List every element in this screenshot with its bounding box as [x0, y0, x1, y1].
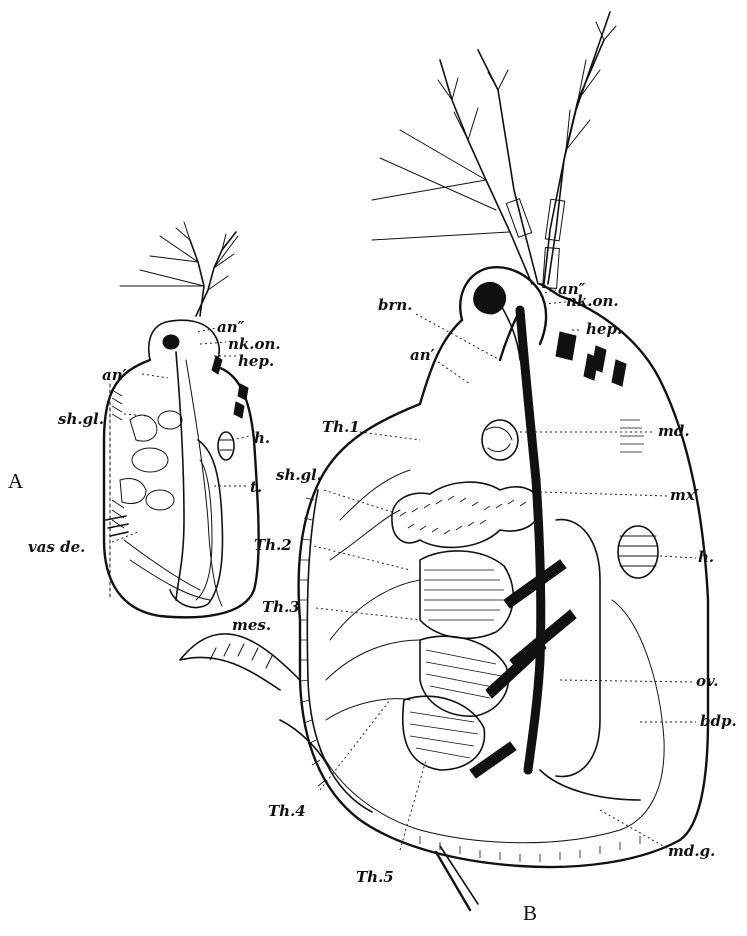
label-b-nk-on: nk.on. — [566, 292, 619, 310]
panel-b-antennae — [372, 12, 616, 288]
label-b-hep: hep. — [586, 320, 622, 338]
label-b-th1: Th.1 — [322, 418, 360, 436]
label-b-brn: brn. — [378, 296, 413, 314]
panel-b-heart — [618, 526, 658, 578]
panel-b-leaders — [314, 290, 696, 850]
label-a-hep: hep. — [238, 352, 274, 370]
label-b-th4: Th.4 — [268, 802, 306, 820]
label-a-an1: an′ — [102, 366, 127, 384]
label-a-nk-on: nk.on. — [228, 335, 281, 353]
panel-a-eye — [163, 335, 179, 349]
label-b-an1: an′ — [410, 346, 435, 364]
panel-a-heart — [218, 432, 234, 460]
label-b-h: h. — [698, 548, 714, 566]
panel-b-eye — [474, 282, 506, 314]
label-b-ov: ov. — [696, 672, 718, 690]
panel-b-drawing — [180, 12, 708, 910]
panel-b-mandible — [482, 420, 518, 460]
panel-a-head — [149, 320, 219, 366]
panel-a-carapace — [104, 360, 259, 617]
label-b-th5: Th.5 — [356, 868, 394, 886]
panel-b-letter: B — [523, 901, 537, 925]
panel-b-postabdomen — [180, 634, 300, 690]
label-a-h: h. — [254, 429, 270, 447]
panel-b-ovary — [556, 520, 600, 777]
label-a-sh-gl: sh.gl. — [58, 410, 104, 428]
label-b-sh-gl: sh.gl. — [276, 466, 322, 484]
panel-a-organs — [120, 352, 234, 608]
label-b-md-g: md.g. — [668, 842, 715, 860]
panel-b-shell-gland — [392, 482, 540, 547]
panel-a-labels: an″ nk.on. hep. an′ sh.gl. h. t. vas de.… — [8, 318, 281, 556]
panel-a-letter: A — [8, 469, 24, 493]
panel-a-antennae — [120, 222, 238, 316]
label-b-th2: Th.2 — [254, 536, 292, 554]
panel-b-tail-spine — [436, 852, 470, 910]
label-a-an2: an″ — [217, 318, 245, 336]
panel-b-gut — [520, 310, 541, 770]
label-b-mx1: mx′ — [670, 486, 699, 504]
label-a-vas-de: vas de. — [28, 538, 85, 556]
label-b-md: md. — [658, 422, 690, 440]
label-b-bdp: bdp. — [700, 712, 737, 730]
label-a-t: t. — [250, 478, 262, 496]
panel-a-drawing — [104, 222, 259, 617]
label-b-mes: mes. — [232, 616, 271, 634]
label-b-th3: Th.3 — [262, 598, 300, 616]
